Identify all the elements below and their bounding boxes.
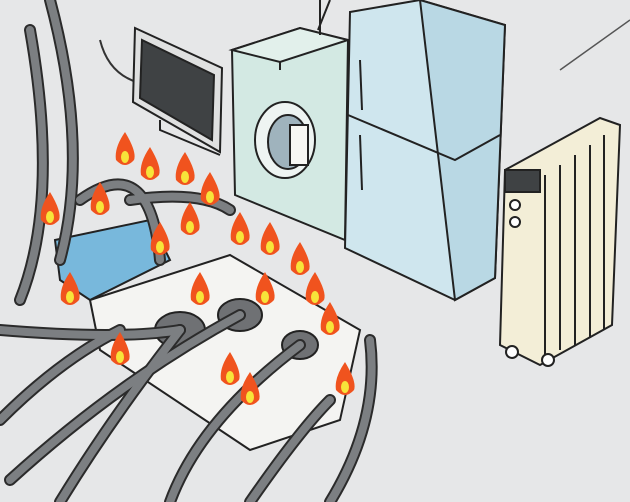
flame-core — [341, 381, 349, 393]
flame-core — [261, 291, 269, 303]
flame-core — [66, 291, 74, 303]
flame-core — [311, 291, 319, 303]
flame-core — [326, 321, 334, 333]
flame-core — [116, 351, 124, 363]
flame-core — [296, 261, 304, 273]
flame-core — [236, 231, 244, 243]
tv-icon — [99, 26, 224, 156]
flame — [230, 212, 250, 245]
flame — [190, 272, 210, 305]
wall-corner-line — [559, 19, 630, 71]
refrigerator-icon — [343, 0, 507, 302]
flame — [305, 272, 325, 305]
flame — [40, 192, 60, 225]
flame-core — [186, 221, 194, 233]
flame-core — [46, 211, 54, 223]
flame-core — [266, 241, 274, 253]
flame-core — [121, 151, 129, 163]
flame-core — [206, 191, 214, 203]
flame-core — [156, 241, 164, 253]
flame — [140, 147, 160, 180]
flame — [180, 202, 200, 235]
oil-radiator-heater-icon — [498, 116, 622, 367]
flame — [290, 242, 310, 275]
flame-core — [246, 391, 254, 403]
fire-flames-icon — [40, 132, 355, 405]
flame — [90, 182, 110, 215]
flame-core — [96, 201, 104, 213]
flame-core — [181, 171, 189, 183]
flame — [260, 222, 280, 255]
flame — [240, 372, 260, 405]
flame — [335, 362, 355, 395]
flame — [110, 332, 130, 365]
flame — [60, 272, 80, 305]
flame — [175, 152, 195, 185]
flame — [255, 272, 275, 305]
flame — [220, 352, 240, 385]
flame — [320, 302, 340, 335]
flame-core — [226, 371, 234, 383]
flame-core — [196, 291, 204, 303]
flame — [115, 132, 135, 165]
flame — [150, 222, 170, 255]
flame-core — [146, 166, 154, 178]
flame — [200, 172, 220, 205]
